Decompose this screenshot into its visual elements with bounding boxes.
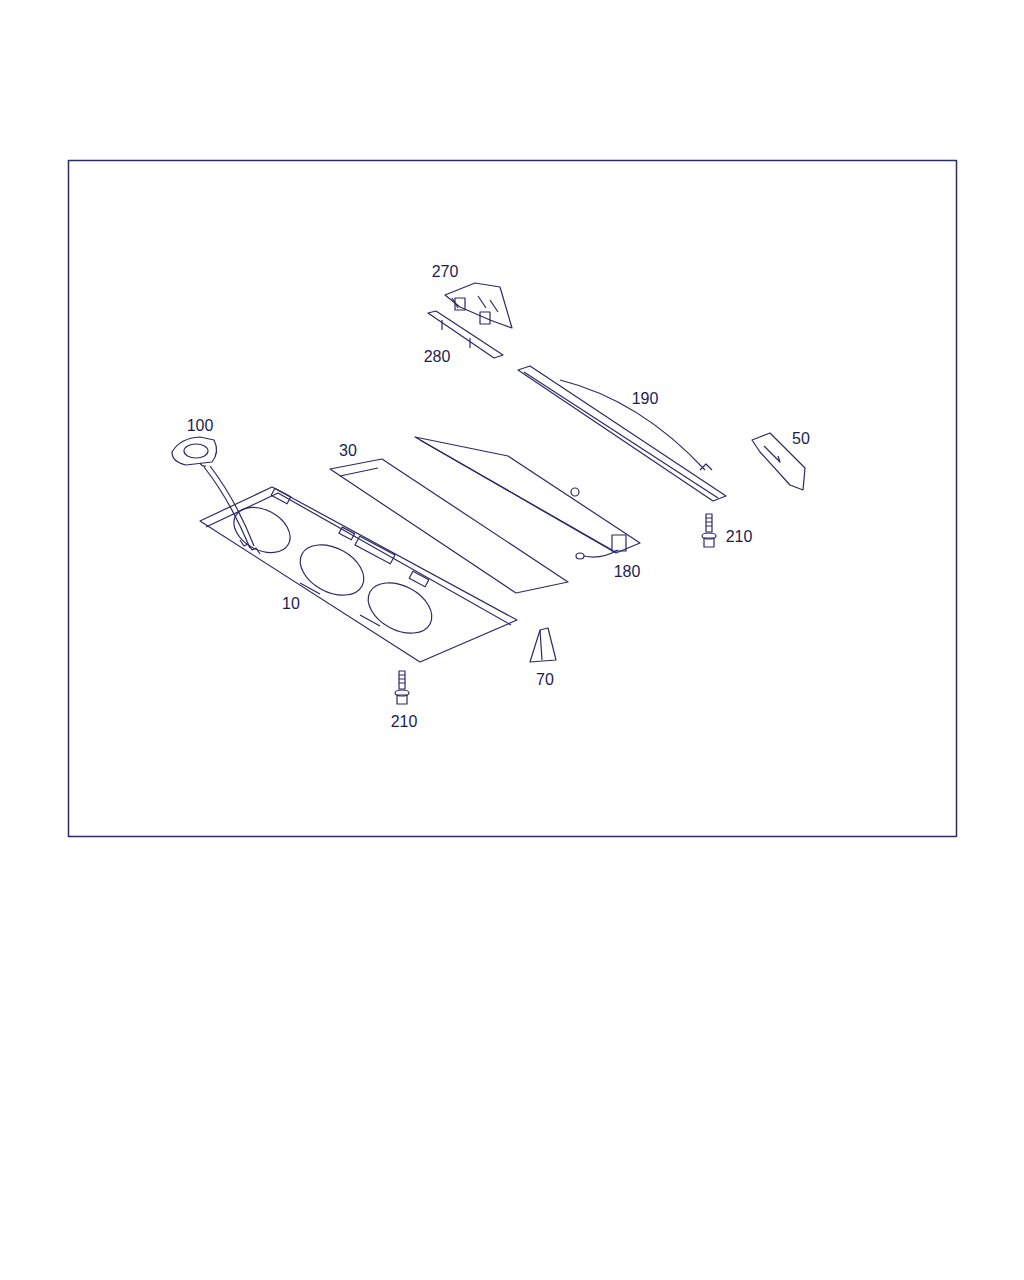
bolt: [395, 671, 409, 704]
callout-number: 180: [614, 564, 641, 580]
wedge: [530, 628, 556, 662]
bolt: [702, 514, 716, 547]
leader-line: [204, 467, 250, 548]
callout-number: 70: [536, 672, 554, 688]
callout-number: 280: [424, 349, 451, 365]
cover-bar: [518, 366, 726, 501]
parcel-shelf: [200, 487, 517, 662]
cover-cap: [172, 437, 217, 466]
callout-number: 30: [339, 443, 357, 459]
callout-number: 100: [187, 418, 214, 434]
callout-number: 270: [432, 264, 459, 280]
callout-number: 50: [792, 431, 810, 447]
bracket: [445, 283, 512, 328]
callout-number: 190: [632, 391, 659, 407]
callout-number: 210: [391, 714, 418, 730]
callout-number: 10: [282, 596, 300, 612]
roller-blind: [415, 437, 640, 559]
callout-number: 210: [726, 529, 753, 545]
frame: [69, 161, 957, 837]
leader-line: [210, 466, 254, 546]
